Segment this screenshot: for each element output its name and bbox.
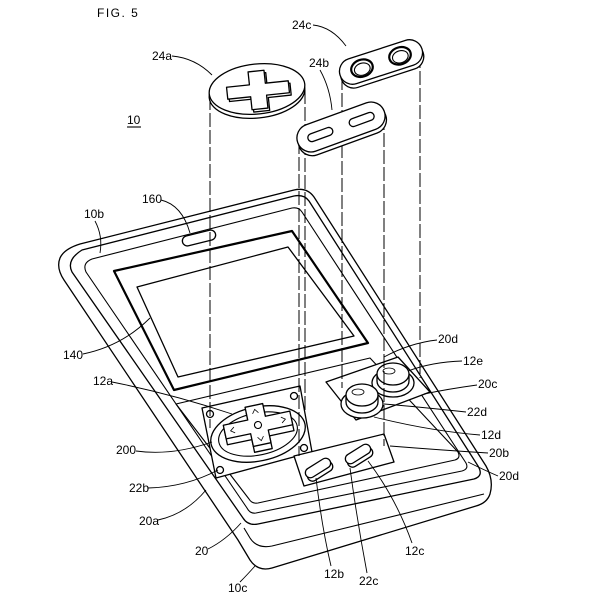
- ref-label-20d-upper: 20d: [438, 332, 458, 346]
- dpad-key-top: [222, 402, 294, 448]
- control-panel-edge: [175, 357, 460, 504]
- start-key-top: [344, 443, 372, 465]
- leader-line-20: [207, 522, 242, 550]
- ref-label-20a: 20a: [139, 514, 159, 528]
- ref-label-22d: 22d: [467, 405, 487, 419]
- dpad-key: [222, 402, 295, 453]
- screw-icon: [215, 465, 225, 475]
- slot-hole-left: [307, 126, 334, 143]
- ref-label-12e: 12e: [463, 354, 483, 368]
- leader-line-20c: [423, 384, 478, 395]
- dpad-arrow-up-icon: [252, 408, 259, 415]
- leader-line-20d-upper: [383, 339, 438, 358]
- screen-display-area: [136, 246, 355, 378]
- a-button-highlight: [382, 367, 396, 375]
- screw-icon: [289, 391, 299, 401]
- leader-line-12d: [373, 416, 481, 436]
- speaker-slot: [181, 229, 217, 247]
- leader-line-24a: [171, 55, 213, 76]
- dpad-arrow-left-icon: [229, 426, 236, 434]
- leader-line-20a: [157, 489, 207, 521]
- leader-line-12c: [367, 460, 413, 544]
- ref-label-10b: 10b: [84, 207, 104, 221]
- leader-line-200: [135, 441, 213, 453]
- face-plate-edge: [84, 207, 468, 514]
- a-button: [371, 362, 415, 398]
- ref-label-24a: 24a: [152, 49, 172, 63]
- ref-label-160: 160: [142, 192, 162, 206]
- leader-line-10c: [239, 565, 256, 583]
- start-key: [344, 443, 374, 468]
- keytop-24c: [338, 39, 425, 89]
- leader-line-20b: [389, 445, 489, 454]
- ref-label-24c: 24c: [292, 18, 311, 32]
- leader-line-22c: [349, 467, 368, 574]
- select-key-top: [304, 457, 332, 479]
- ref-label-20b: 20b: [489, 446, 509, 460]
- ref-label-12d: 12d: [481, 428, 501, 442]
- select-key: [304, 457, 334, 482]
- slot-hole-right: [348, 111, 375, 128]
- ref-label-22b: 22b: [129, 481, 149, 495]
- keytop-24b: [296, 101, 388, 157]
- leader-line-140: [82, 317, 151, 355]
- screw-icon: [299, 443, 309, 453]
- keytop-24b-face: [296, 101, 386, 153]
- ref-label-20c: 20c: [478, 377, 497, 391]
- leader-line-12b: [315, 477, 332, 567]
- ref-label-140: 140: [63, 348, 83, 362]
- ref-label-20d-lower: 20d: [499, 469, 519, 483]
- round-hole-right-inner: [391, 50, 409, 64]
- leader-line-12e: [407, 360, 463, 372]
- leader-line-24c: [312, 24, 347, 47]
- ref-label-12b: 12b: [324, 567, 344, 581]
- b-button-highlight: [351, 388, 365, 396]
- keytop-24a: [208, 62, 306, 120]
- leader-line-10b: [94, 220, 102, 254]
- leader-line-22d: [383, 403, 467, 413]
- leader-line-24b: [319, 69, 333, 111]
- ref-label-10c: 10c: [228, 581, 247, 595]
- leader-lines: [82, 24, 499, 583]
- game-device: [58, 188, 492, 570]
- b-button-top: [345, 383, 379, 407]
- ref-label-12a: 12a: [93, 374, 113, 388]
- dpad-arrow-right-icon: [280, 416, 287, 424]
- b-button: [340, 383, 384, 419]
- round-hole-left-inner: [353, 62, 371, 76]
- a-button-top: [376, 362, 410, 386]
- ref-label-12c: 12c: [405, 544, 424, 558]
- leader-line-22b: [147, 469, 219, 489]
- figure-main-ref: 10: [127, 113, 141, 127]
- reference-labels: FIG. 5 10 24c 24a 24b 160 10b 140 20d 12…: [63, 6, 519, 595]
- leader-line-20d-lower: [467, 461, 499, 477]
- dpad-center-dimple: [253, 420, 263, 430]
- leader-line-160: [160, 199, 191, 234]
- ref-label-200: 200: [116, 443, 136, 457]
- cross-key-icon: [225, 69, 291, 111]
- ref-label-20: 20: [195, 544, 209, 558]
- leader-line-12a: [111, 381, 233, 415]
- figure-title: FIG. 5: [97, 6, 139, 20]
- housing-bottom-seam: [243, 493, 485, 548]
- ref-label-24b: 24b: [309, 56, 329, 70]
- ref-label-22c: 22c: [359, 574, 378, 588]
- dpad-arrow-down-icon: [257, 435, 264, 442]
